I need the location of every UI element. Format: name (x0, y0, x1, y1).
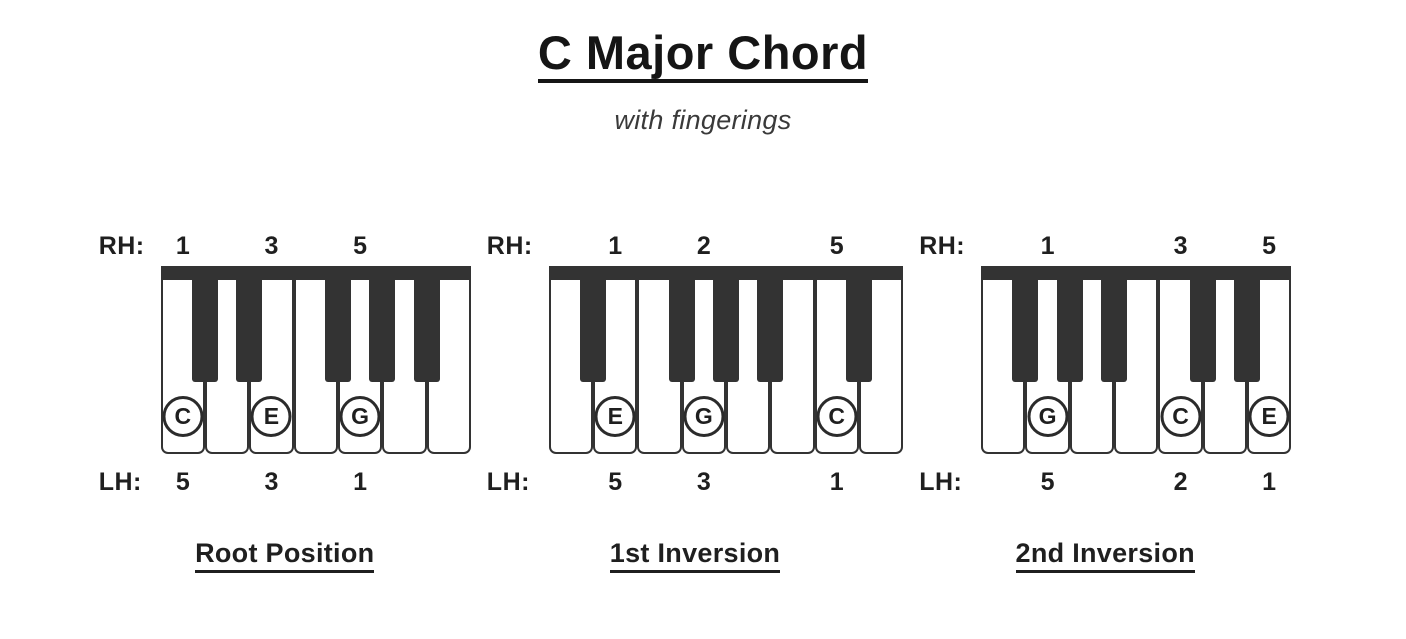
note-marker: C (162, 396, 204, 437)
note-marker: E (250, 396, 292, 437)
left-hand-finger-number: 5 (175, 468, 190, 496)
left-hand-finger-number: 1 (829, 468, 844, 496)
chord-caption-wrap: 1st Inversion (487, 538, 903, 573)
right-hand-finger-number: 3 (1173, 232, 1188, 260)
left-hand-label: LH: (98, 468, 142, 496)
right-hand-label: RH: (98, 232, 145, 260)
left-hand-finger-number: 5 (1040, 468, 1055, 496)
black-key[interactable] (1101, 266, 1128, 382)
right-hand-fingering-row: RH: 1 2 5 (487, 232, 919, 266)
left-hand-finger-number: 3 (696, 468, 711, 496)
right-hand-finger-number: 5 (1262, 232, 1277, 260)
right-hand-finger-number: 1 (608, 232, 623, 260)
black-key[interactable] (845, 266, 872, 382)
black-key[interactable] (369, 266, 396, 382)
black-key[interactable] (236, 266, 263, 382)
left-hand-finger-number: 1 (1262, 468, 1277, 496)
note-marker: G (339, 396, 381, 437)
left-hand-finger-number: 1 (353, 468, 367, 496)
chord-caption-wrap: Root Position (99, 538, 471, 573)
black-key[interactable] (324, 266, 351, 382)
keyboard-top-bar (981, 266, 1292, 280)
black-key[interactable] (1233, 266, 1260, 382)
right-hand-fingering-row: RH: 1 3 5 (99, 232, 487, 266)
page-subtitle: with fingerings (614, 105, 792, 136)
right-hand-finger-number: 3 (264, 232, 279, 260)
black-key[interactable] (580, 266, 607, 382)
note-marker: G (683, 396, 725, 437)
left-hand-label: LH: (919, 468, 963, 496)
right-hand-fingering-row: RH: 1 3 5 (919, 232, 1307, 266)
black-key[interactable] (757, 266, 784, 382)
left-hand-fingering-row: LH: 5 3 1 (487, 468, 919, 502)
chord-caption: 2nd Inversion (1015, 538, 1195, 573)
chord-caption: 1st Inversion (609, 538, 781, 573)
page-header: C Major Chord with fingerings (0, 0, 1406, 136)
left-hand-fingering-row: LH: 5 2 1 (919, 468, 1307, 502)
chord-caption-wrap: 2nd Inversion (919, 538, 1291, 573)
note-marker: E (594, 396, 636, 437)
black-key[interactable] (1189, 266, 1216, 382)
right-hand-label: RH: (919, 232, 966, 260)
note-marker: E (1248, 396, 1290, 437)
right-hand-finger-number: 2 (696, 232, 711, 260)
note-marker: G (1027, 396, 1069, 437)
left-hand-finger-number: 2 (1173, 468, 1188, 496)
black-key[interactable] (192, 266, 218, 382)
note-marker: C (816, 396, 858, 437)
right-hand-label: RH: (486, 232, 533, 260)
right-hand-finger-number: 1 (1040, 232, 1055, 260)
left-hand-label: LH: (486, 468, 530, 496)
black-key[interactable] (712, 266, 739, 382)
right-hand-finger-number: 5 (353, 232, 367, 260)
keyboard-top-bar (548, 266, 904, 280)
right-hand-finger-number: 1 (175, 232, 190, 260)
black-key[interactable] (413, 266, 440, 382)
black-key[interactable] (668, 266, 695, 382)
left-hand-finger-number: 5 (608, 468, 623, 496)
black-key[interactable] (1012, 266, 1039, 382)
keyboard-top-bar (160, 266, 471, 280)
chord-caption: Root Position (195, 538, 375, 573)
left-hand-finger-number: 3 (264, 468, 279, 496)
right-hand-finger-number: 5 (829, 232, 844, 260)
black-key[interactable] (1056, 266, 1083, 382)
left-hand-fingering-row: LH: 5 3 1 (99, 468, 487, 502)
note-marker: C (1160, 396, 1202, 437)
page-title: C Major Chord (537, 28, 869, 84)
